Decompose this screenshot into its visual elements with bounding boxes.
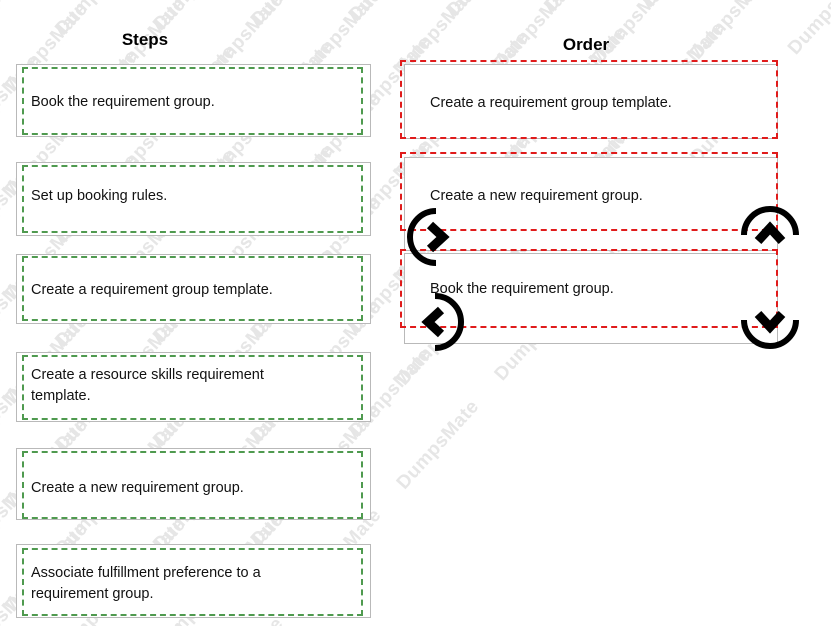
steps-item-3[interactable] xyxy=(22,256,363,321)
steps-item-frame xyxy=(16,254,371,324)
steps-item-6[interactable] xyxy=(22,548,363,616)
move-right-button[interactable] xyxy=(405,206,467,268)
move-up-button[interactable] xyxy=(739,204,801,266)
order-item-1[interactable] xyxy=(400,60,778,139)
steps-item-4[interactable] xyxy=(22,355,363,420)
steps-item-label: Create a new requirement group. xyxy=(31,480,244,496)
steps-item-label: Set up booking rules. xyxy=(31,188,168,204)
order-item-2[interactable] xyxy=(400,152,778,231)
order-item-frame xyxy=(404,253,778,344)
order-column-title: Order xyxy=(562,35,610,54)
steps-item-label: Create a resource skills requirement tem… xyxy=(31,367,264,405)
order-item-label: Create a requirement group template. xyxy=(430,95,672,111)
move-down-button[interactable] xyxy=(739,289,801,351)
steps-item-frame xyxy=(16,162,371,236)
steps-item-1[interactable] xyxy=(22,67,363,135)
steps-item-label: Create a requirement group template. xyxy=(31,282,273,298)
steps-item-frame xyxy=(16,352,371,422)
steps-item-frame xyxy=(16,544,371,618)
steps-item-2[interactable] xyxy=(22,165,363,233)
steps-item-label: Associate fulfillment preference to a re… xyxy=(31,565,261,603)
steps-item-frame xyxy=(16,64,371,137)
chevron-up-circle-icon xyxy=(741,206,799,245)
chevron-right-circle-icon xyxy=(405,206,467,268)
steps-column-title: Steps xyxy=(121,30,169,49)
steps-item-frame xyxy=(16,448,371,520)
order-item-label: Create a new requirement group. xyxy=(430,188,643,204)
order-item-3[interactable] xyxy=(400,249,778,328)
steps-item-label: Book the requirement group. xyxy=(31,94,215,110)
steps-item-5[interactable] xyxy=(22,451,363,519)
chevron-down-circle-icon xyxy=(741,310,799,349)
move-left-button[interactable] xyxy=(404,291,466,353)
order-item-frame xyxy=(404,157,778,251)
chevron-left-circle-icon xyxy=(404,291,466,353)
order-item-label: Book the requirement group. xyxy=(430,281,614,297)
